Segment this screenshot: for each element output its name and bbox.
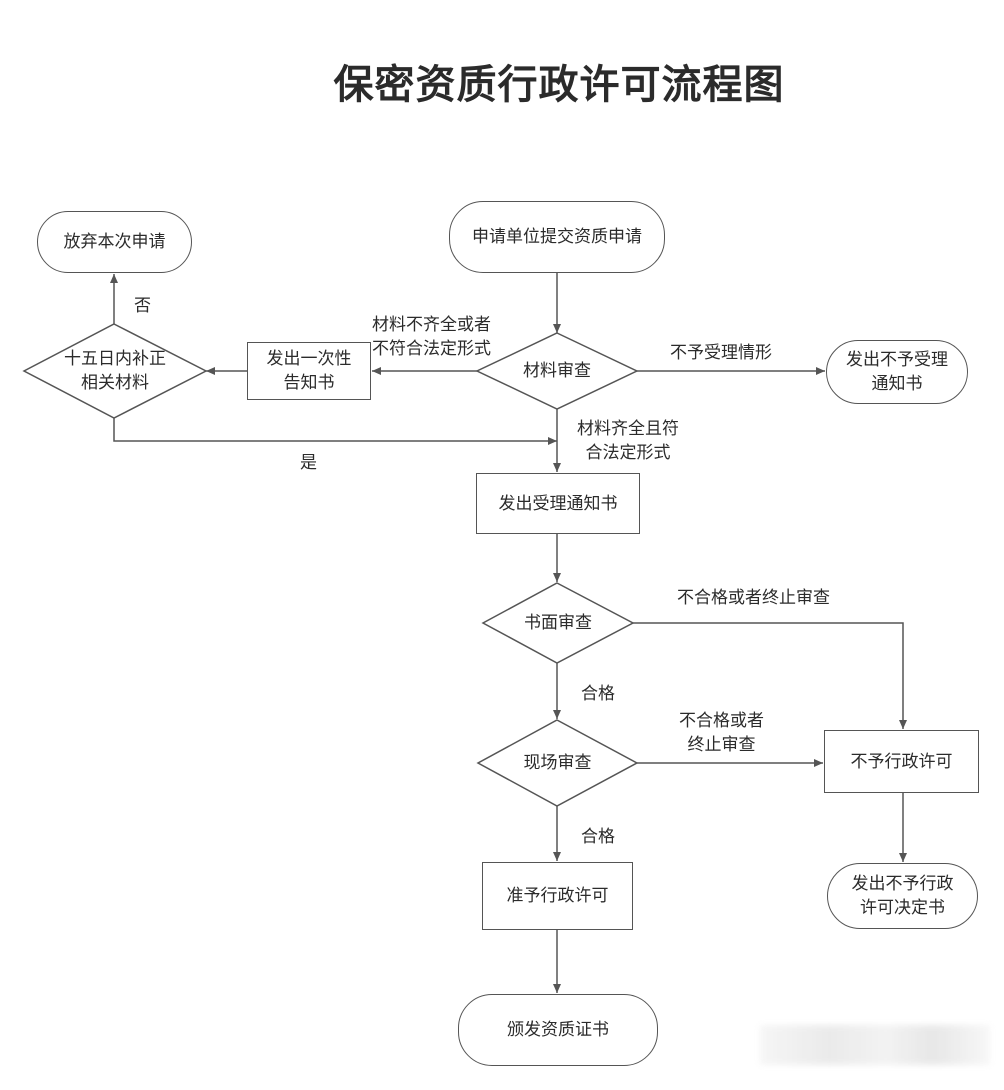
decision-onsite-review <box>476 719 639 807</box>
watermark-blur <box>760 1025 990 1065</box>
node-deny-permit: 不予行政许可 <box>824 730 979 793</box>
node-deny-decision: 发出不予行政 许可决定书 <box>827 863 978 929</box>
node-issue-certificate: 颁发资质证书 <box>458 994 658 1066</box>
decision-written-review <box>481 582 635 664</box>
edge-supplement-yes <box>113 418 557 445</box>
edge-label-yes: 是 <box>300 453 317 473</box>
node-grant-permit: 准予行政许可 <box>482 862 633 930</box>
edge-label-incomplete: 材料不齐全或者 不符合法定形式 <box>372 315 491 359</box>
decision-written-review-label: 书面审查 <box>524 613 592 633</box>
edge-label-pass-2: 合格 <box>581 827 615 847</box>
node-submit-application: 申请单位提交资质申请 <box>449 201 665 273</box>
node-abandon-application: 放弃本次申请 <box>37 211 192 273</box>
edge-label-complete: 材料齐全且符 合法定形式 <box>577 419 679 463</box>
edge-label-not-accept: 不予受理情形 <box>670 343 772 363</box>
edge-label-pass-1: 合格 <box>581 684 615 704</box>
decision-material-review-label: 材料审查 <box>523 361 591 381</box>
page-title: 保密资质行政许可流程图 <box>333 62 785 108</box>
edge-label-fail-onsite: 不合格或者 终止审查 <box>679 711 764 755</box>
node-not-accept-notice: 发出不予受理 通知书 <box>826 340 968 404</box>
edge-label-no: 否 <box>134 296 151 316</box>
edge-written-fail <box>633 622 907 729</box>
node-one-time-notice: 发出一次性 告知书 <box>247 342 371 400</box>
decision-onsite-review-label: 现场审查 <box>523 753 592 773</box>
edge-label-fail-written: 不合格或者终止审查 <box>677 588 830 608</box>
decision-supplement <box>22 323 208 419</box>
decision-material-review <box>475 332 639 410</box>
decision-supplement-label: 十五日内补正 相关材料 <box>64 349 166 393</box>
node-accept-notice: 发出受理通知书 <box>476 473 640 534</box>
